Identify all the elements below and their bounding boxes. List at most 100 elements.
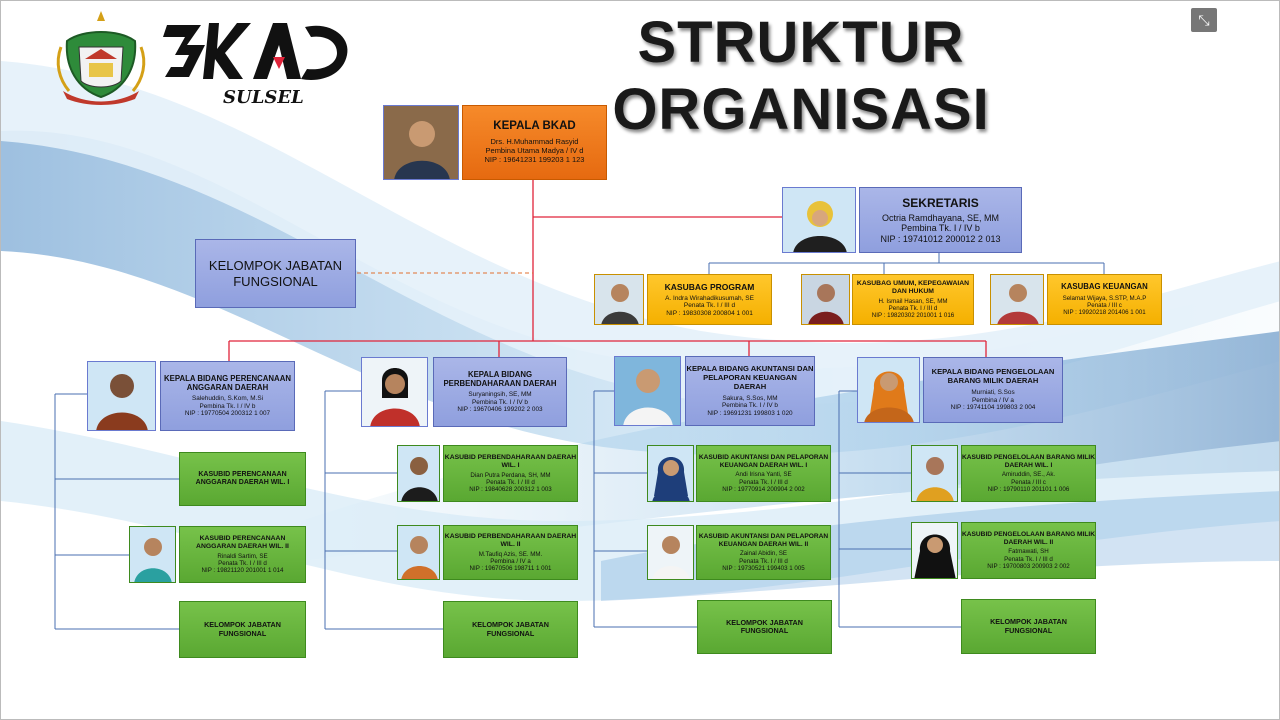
kasubid-8-box: KASUBID PENGELOLAAN BARANG MILIK DAERAH … bbox=[961, 522, 1096, 579]
kasubid-3-photo bbox=[397, 445, 440, 502]
kasubid-2-name: Rinaldi Sartim, SE bbox=[217, 552, 268, 560]
kasubid-8-title: KASUBID PENGELOLAAN BARANG MILIK DAERAH … bbox=[962, 530, 1095, 546]
kasubid-5-box: KASUBID AKUNTANSI DAN PELAPORAN KEUANGAN… bbox=[696, 445, 831, 502]
kasubag-umum-name: H. Ismail Hasan, SE, MM bbox=[878, 297, 948, 305]
kepala-name: Drs. H.Muhammad Rasyid bbox=[490, 137, 579, 147]
kasubag-umum-title: KASUBAG UMUM, KEPEGAWAIAN DAN HUKUM bbox=[856, 279, 970, 295]
kasubag-keuangan-photo bbox=[990, 274, 1044, 325]
kasubid-8-rank: Penata Tk. I / III d bbox=[1004, 555, 1053, 563]
kasubid-6-title: KASUBID AKUNTANSI DAN PELAPORAN KEUANGAN… bbox=[698, 532, 829, 548]
kasubag-keuangan-name: Selamat Wijaya, S.STP, M.A.P bbox=[1062, 294, 1147, 302]
bidang-3-rank: Pembina Tk. I / IV b bbox=[721, 402, 778, 410]
kepala-title: KEPALA BKAD bbox=[493, 120, 576, 133]
kasubid-1-box: KASUBID PERENCANAAN ANGGARAN DAERAH WIL.… bbox=[179, 452, 306, 506]
bidang-4-title: KEPALA BIDANG PENGELOLAAN BARANG MILIK D… bbox=[931, 367, 1055, 386]
bkad-logo-icon: SULSEL bbox=[163, 23, 348, 107]
kasubid-1-title: KASUBID PERENCANAAN ANGGARAN DAERAH WIL.… bbox=[195, 470, 290, 486]
bidang-4-name: Murniati, S.Sos bbox=[971, 389, 1015, 397]
kasubid-7-name: Amiruddin, SE., Ak. bbox=[1001, 471, 1056, 479]
kepala-rank: Pembina Utama Madya / IV d bbox=[485, 145, 584, 155]
sekretaris-name: Octria Ramdhayana, SE, MM bbox=[881, 212, 1000, 223]
kasubag-umum-photo bbox=[801, 274, 850, 325]
kasubid-4-title: KASUBID PERBENDAHARAAN DAERAH WIL. II bbox=[444, 532, 577, 548]
kasubid-2-box: KASUBID PERENCANAAN ANGGARAN DAERAH WIL.… bbox=[179, 526, 306, 583]
kasubag-keuangan-box: KASUBAG KEUANGAN Selamat Wijaya, S.STP, … bbox=[1047, 274, 1162, 325]
kasubid-6-nip: NIP : 19730521 199403 1 005 bbox=[722, 564, 805, 572]
bidang-2-name: Suryaningsih, SE, MM bbox=[468, 391, 532, 399]
kasubag-program-name: A. Indra Wirahadikusumah, SE bbox=[665, 294, 754, 302]
fungsional-2-box: KELOMPOK JABATAN FUNGSIONAL bbox=[443, 601, 578, 658]
kasubid-7-rank: Penata / III c bbox=[1011, 478, 1046, 486]
kasubid-5-rank: Penata Tk. I / III d bbox=[739, 478, 788, 486]
kasubid-8-name: Fatmawati, SH bbox=[1008, 548, 1049, 556]
brand-sub-text: SULSEL bbox=[223, 87, 304, 107]
kasubid-6-name: Zainal Abidin, SE bbox=[739, 550, 788, 558]
sekretaris-nip: NIP : 19741012 200012 2 013 bbox=[880, 233, 1001, 244]
kasubag-keuangan-title: KASUBAG KEUANGAN bbox=[1061, 282, 1148, 292]
bidang-3-box: KEPALA BIDANG AKUNTANSI DAN PELAPORAN KE… bbox=[685, 356, 815, 426]
kasubid-6-photo bbox=[647, 525, 694, 580]
bidang-1-nip: NIP : 19770504 200312 1 007 bbox=[184, 410, 271, 418]
kasubid-4-name: M.Taufiq Azis, SE. MM. bbox=[478, 550, 543, 558]
bidang-4-nip: NIP : 19741104 199803 2 004 bbox=[950, 404, 1036, 412]
kasubid-4-nip: NIP : 19670506 198711 1 001 bbox=[469, 565, 552, 573]
kasubid-8-nip: NIP : 19700803 200903 2 002 bbox=[987, 562, 1070, 570]
kasubid-3-nip: NIP : 19840628 200312 1 003 bbox=[469, 486, 552, 494]
sekretaris-rank: Pembina Tk. I / IV b bbox=[901, 223, 980, 234]
kasubid-7-title: KASUBID PENGELOLAAN BARANG MILIK DAERAH … bbox=[962, 453, 1095, 469]
bidang-2-rank: Pembina Tk. I / IV b bbox=[471, 398, 528, 406]
bidang-1-rank: Pembina Tk. I / IV b bbox=[199, 402, 256, 410]
sekretaris-title: SEKRETARIS bbox=[902, 195, 979, 210]
kasubid-5-nip: NIP : 19770914 200904 2 002 bbox=[722, 485, 805, 493]
kasubid-3-title: KASUBID PERBENDAHARAAN DAERAH WIL. I bbox=[444, 453, 577, 469]
kasubid-4-rank: Pembina / IV a bbox=[490, 557, 531, 565]
kasubid-7-box: KASUBID PENGELOLAAN BARANG MILIK DAERAH … bbox=[961, 445, 1096, 502]
kasubid-5-name: Andi Irisna Yanti, SE bbox=[735, 471, 792, 479]
kasubag-keuangan-nip: NIP : 19920218 201406 1 001 bbox=[1063, 309, 1146, 317]
exit-fullscreen-button[interactable]: ⤡ bbox=[1191, 8, 1217, 32]
kasubid-2-nip: NIP : 19821120 201001 1 014 bbox=[201, 567, 284, 575]
bidang-4-rank: Pembina / IV a bbox=[972, 396, 1014, 404]
fungsional-4-box: KELOMPOK JABATAN FUNGSIONAL bbox=[961, 599, 1096, 654]
bidang-1-name: Salehuddin, S.Kom, M.Si bbox=[191, 395, 264, 403]
kasubid-7-photo bbox=[911, 445, 958, 502]
bidang-3-title: KEPALA BIDANG AKUNTANSI DAN PELAPORAN KE… bbox=[686, 363, 814, 391]
fungsional-3-box: KELOMPOK JABATAN FUNGSIONAL bbox=[697, 600, 832, 654]
bidang-4-box: KEPALA BIDANG PENGELOLAAN BARANG MILIK D… bbox=[923, 357, 1063, 423]
fungsional-top-box: KELOMPOK JABATAN FUNGSIONAL bbox=[195, 239, 356, 308]
kasubid-3-box: KASUBID PERBENDAHARAAN DAERAH WIL. I Dia… bbox=[443, 445, 578, 502]
exit-fullscreen-icon: ⤡ bbox=[1198, 11, 1210, 28]
bidang-2-nip: NIP : 19670406 199202 2 003 bbox=[457, 406, 543, 414]
kasubid-2-title: KASUBID PERENCANAAN ANGGARAN DAERAH WIL.… bbox=[196, 534, 289, 550]
kasubag-program-box: KASUBAG PROGRAM A. Indra Wirahadikusumah… bbox=[647, 274, 772, 325]
kasubid-4-photo bbox=[397, 525, 440, 580]
kasubag-program-title: KASUBAG PROGRAM bbox=[664, 281, 755, 292]
bidang-2-box: KEPALA BIDANG PERBENDAHARAAN DAERAH Sury… bbox=[433, 357, 567, 427]
kasubid-6-rank: Penata Tk. I / III d bbox=[739, 557, 788, 565]
kasubid-2-rank: Penata Tk. I / III d bbox=[218, 559, 267, 567]
bidang-3-photo bbox=[614, 356, 681, 426]
kasubag-umum-rank: Penata Tk. I / III d bbox=[888, 304, 938, 312]
kasubid-7-nip: NIP : 19790110 201101 1 006 bbox=[987, 485, 1070, 493]
bidang-1-title: KEPALA BIDANG PERENCANAAN ANGGARAN DAERA… bbox=[164, 373, 291, 393]
bidang-1-box: KEPALA BIDANG PERENCANAAN ANGGARAN DAERA… bbox=[160, 361, 295, 431]
kepala-photo bbox=[383, 105, 459, 180]
kasubid-3-name: Dian Putra Perdana, SH, MM bbox=[470, 471, 551, 479]
kasubag-umum-nip: NIP : 19820302 201001 1 016 bbox=[871, 312, 955, 320]
kasubag-program-rank: Penata Tk. I / III d bbox=[683, 302, 736, 310]
sekretaris-photo bbox=[782, 187, 856, 253]
kasubag-umum-box: KASUBAG UMUM, KEPEGAWAIAN DAN HUKUM H. I… bbox=[852, 274, 974, 325]
bidang-3-nip: NIP : 19691231 199803 1 020 bbox=[707, 409, 793, 417]
kasubid-2-photo bbox=[129, 526, 176, 583]
page-title: STRUKTUR ORGANISASI bbox=[612, 10, 990, 142]
kasubid-5-photo bbox=[647, 445, 694, 502]
kepala-box: KEPALA BKAD Drs. H.Muhammad Rasyid Pembi… bbox=[462, 105, 607, 180]
bidang-1-photo bbox=[87, 361, 156, 431]
kasubid-8-photo bbox=[911, 522, 958, 579]
kepala-nip: NIP : 19641231 199203 1 123 bbox=[484, 154, 585, 164]
province-emblem-icon bbox=[56, 11, 146, 105]
kasubid-3-rank: Penata Tk. I / III d bbox=[486, 478, 535, 486]
fungsional-1-box: KELOMPOK JABATAN FUNGSIONAL bbox=[179, 601, 306, 658]
kasubid-5-title: KASUBID AKUNTANSI DAN PELAPORAN KEUANGAN… bbox=[698, 453, 829, 469]
